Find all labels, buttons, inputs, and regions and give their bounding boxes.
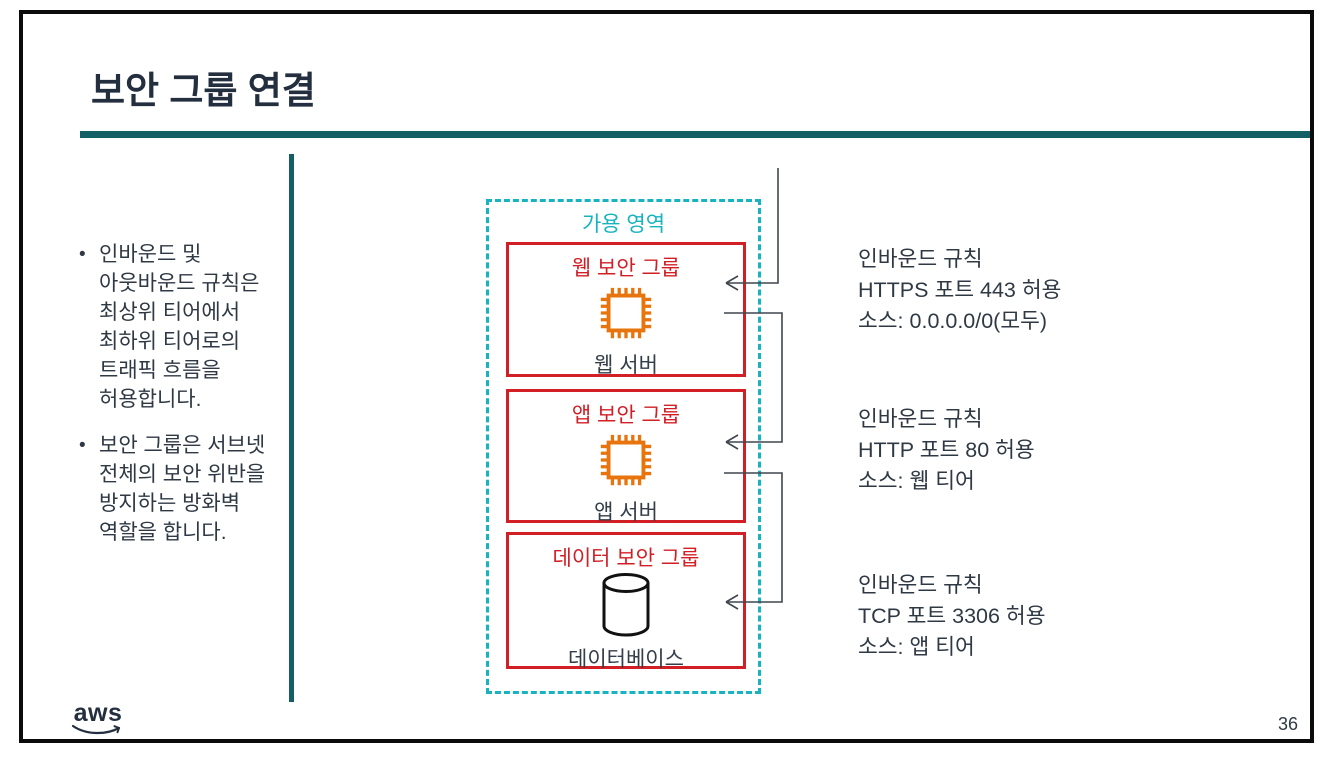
rule-line: 소스: 0.0.0.0/0(모두) — [858, 309, 1048, 333]
title-rule — [80, 131, 1310, 138]
aws-smile-icon — [71, 724, 121, 735]
availability-zone-label: 가용 영역 — [581, 213, 666, 236]
rule-line: 소스: 웹 티어 — [858, 469, 975, 493]
rule-line: 인바운드 규칙 — [858, 573, 983, 597]
rule-line: 소스: 앱 티어 — [858, 635, 975, 659]
vertical-divider — [289, 154, 294, 702]
web-security-group-title: 웹 보안 그룹 — [571, 257, 681, 280]
rule-line: 인바운드 규칙 — [858, 247, 983, 271]
app-security-group-box: 앱 보안 그룹 앱 서버 — [506, 389, 746, 524]
bullet-list: 인바운드 및 아웃바운드 규칙은 최상위 티어에서 최하위 티어로의 트래픽 흐… — [75, 240, 275, 564]
bullet-item: 보안 그룹은 서브넷 전체의 보안 위반을 방지하는 방화벽 역할을 합니다. — [75, 431, 275, 547]
app-security-group-title: 앱 보안 그룹 — [571, 404, 681, 427]
server-chip-icon — [595, 429, 657, 496]
data-security-group-box: 데이터 보안 그룹 데이터베이스 — [506, 532, 746, 671]
web-security-group-box: 웹 보안 그룹 웹 서버 — [506, 242, 746, 377]
database-label: 데이터베이스 — [568, 648, 684, 671]
rule-line: HTTP 포트 80 허용 — [858, 438, 1035, 462]
app-server-label: 앱 서버 — [594, 501, 658, 524]
server-chip-icon — [595, 282, 657, 349]
rule-line: 인바운드 규칙 — [858, 407, 983, 431]
rule-line: TCP 포트 3306 허용 — [858, 604, 1046, 628]
inbound-rule-https: 인바운드 규칙 HTTPS 포트 443 허용 소스: 0.0.0.0/0(모두… — [858, 244, 1188, 337]
aws-logo: aws — [70, 699, 126, 743]
page-number: 36 — [1277, 714, 1299, 734]
inbound-rule-tcp: 인바운드 규칙 TCP 포트 3306 허용 소스: 앱 티어 — [858, 570, 1188, 663]
rule-line: HTTPS 포트 443 허용 — [858, 278, 1062, 302]
data-security-group-title: 데이터 보안 그룹 — [552, 547, 700, 570]
database-icon — [599, 572, 653, 643]
inbound-rule-http: 인바운드 규칙 HTTP 포트 80 허용 소스: 웹 티어 — [858, 404, 1188, 497]
page-title: 보안 그룹 연결 — [91, 70, 316, 111]
web-server-label: 웹 서버 — [594, 354, 658, 377]
bullet-item: 인바운드 및 아웃바운드 규칙은 최상위 티어에서 최하위 티어로의 트래픽 흐… — [75, 240, 275, 414]
slide-frame: 보안 그룹 연결 인바운드 및 아웃바운드 규칙은 최상위 티어에서 최하위 티… — [19, 10, 1314, 743]
aws-logo-text: aws — [73, 699, 123, 727]
availability-zone-box — [486, 199, 761, 694]
